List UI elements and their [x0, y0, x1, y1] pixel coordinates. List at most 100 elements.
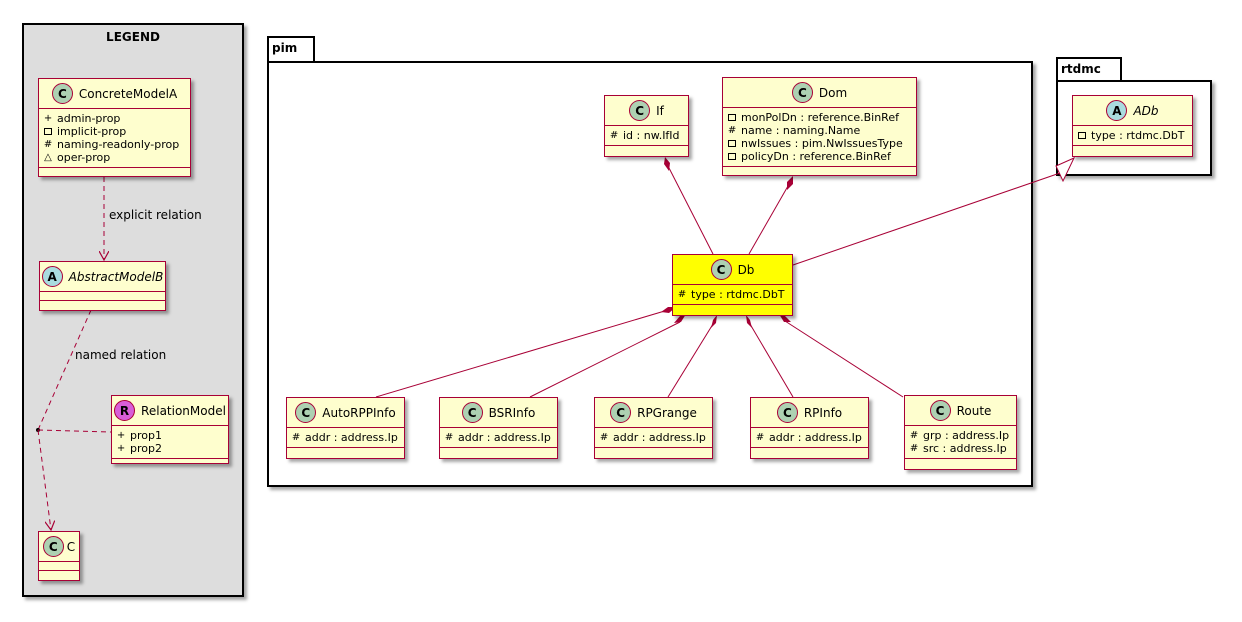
class-badge-icon: C [461, 402, 483, 423]
class-attributes: # id : nw.IfId [605, 126, 688, 146]
protected-icon: # [755, 431, 765, 443]
db-adb-generalization [792, 172, 1061, 266]
package-title-pim: pim [272, 41, 298, 55]
attribute-row: △oper-prop [44, 151, 190, 164]
db-diamond-4 [746, 315, 752, 328]
attribute-row: # grp : address.Ip [910, 429, 1016, 442]
protected-icon: # [599, 431, 609, 443]
class-attributes: + admin-prop implicit-prop #naming-readon… [39, 109, 190, 168]
protected-icon: # [43, 138, 53, 150]
attribute-text: policyDn : reference.BinRef [741, 150, 891, 163]
attribute-row: #type : rtdmc.DbT [678, 288, 792, 301]
explicit-relation-label: explicit relation [109, 208, 202, 222]
named-relation-line [37, 309, 92, 431]
relation-badge-icon: R [114, 400, 136, 421]
class-header: R RelationModel [112, 396, 228, 426]
class-bsrinfo[interactable]: C BSRInfo #addr : address.Ip [439, 397, 558, 459]
protected-icon: # [291, 431, 301, 443]
class-db[interactable]: C Db #type : rtdmc.DbT [672, 254, 793, 316]
class-header: C AutoRPPInfo [287, 398, 404, 428]
protected-icon: # [444, 431, 454, 443]
class-dom[interactable]: C Dom monPolDn : reference.BinRef #name … [722, 77, 917, 176]
attribute-row: type : rtdmc.DbT [1078, 129, 1192, 142]
class-operations [905, 459, 1016, 467]
private-icon [728, 114, 736, 121]
class-name: ADb [1133, 103, 1159, 118]
class-header: C RPGrange [595, 398, 712, 428]
class-name: BSRInfo [488, 405, 536, 420]
db-rpgrange-composition [667, 323, 714, 398]
attribute-text: id : nw.IfId [623, 129, 680, 142]
class-attributes: #type : rtdmc.DbT [673, 285, 792, 305]
package-tab-rtdmc: rtdmc [1056, 57, 1122, 81]
attribute-text: nwIssues : pim.NwIssuesType [741, 137, 903, 150]
attribute-row: implicit-prop [44, 125, 190, 138]
class-concrete-model-a[interactable]: C ConcreteModelA + admin-prop implicit-pr… [38, 78, 191, 177]
class-header: C BSRInfo [440, 398, 557, 428]
class-header: C Route [905, 396, 1016, 426]
class-attributes [40, 292, 165, 301]
protected-icon: # [609, 129, 619, 141]
db-diamond-3 [711, 315, 717, 328]
class-attributes: type : rtdmc.DbT [1073, 126, 1192, 146]
class-header: C If [605, 96, 688, 126]
class-relation-model[interactable]: R RelationModel +prop1 +prop2 [111, 395, 229, 464]
named-relation-arrow [37, 429, 51, 530]
attribute-row: # addr : address.Ip [600, 431, 712, 444]
attribute-text: admin-prop [57, 112, 121, 125]
class-attributes: +prop1 +prop2 [112, 426, 228, 459]
class-operations [440, 448, 557, 456]
class-name: RelationModel [141, 403, 226, 418]
class-name: Route [956, 403, 992, 418]
db-route-composition [784, 320, 904, 398]
class-attributes: #addr : address.Ip [440, 428, 557, 448]
class-autorppinfo[interactable]: C AutoRPPInfo #addr : address.Ip [286, 397, 405, 459]
protected-icon: # [909, 429, 919, 441]
class-route[interactable]: C Route #grp : address.Ip #src : address… [904, 395, 1017, 470]
if-db-composition [667, 165, 714, 255]
class-attributes: #addr : address.Ip [287, 428, 404, 448]
class-if[interactable]: C If # id : nw.IfId [604, 95, 689, 157]
class-header: C Db [673, 255, 792, 285]
attribute-text: grp : address.Ip [923, 429, 1010, 442]
class-attributes: #grp : address.Ip #src : address.Ip [905, 426, 1016, 459]
class-operations [595, 448, 712, 456]
class-operations [112, 459, 228, 467]
class-rpinfo[interactable]: C RPInfo #addr : address.Ip [750, 397, 869, 459]
class-header: C ConcreteModelA [39, 79, 190, 109]
class-name: Dom [818, 85, 848, 100]
class-attributes [39, 562, 79, 571]
class-name: AbstractModelB [68, 269, 164, 284]
class-abstract-model-b[interactable]: A AbstractModelB [39, 261, 166, 311]
attribute-row: + admin-prop [44, 112, 190, 125]
attribute-row: #naming-readonly-prop [44, 138, 190, 151]
protected-icon: # [727, 124, 737, 136]
package-title-rtdmc: rtdmc [1061, 62, 1101, 76]
db-diamond-5 [779, 314, 791, 322]
dom-db-composition [748, 185, 789, 255]
class-c[interactable]: C C [38, 531, 80, 581]
db-rpinfo-composition [749, 323, 794, 398]
class-operations [39, 571, 79, 579]
attribute-row: nwIssues : pim.NwIssuesType [728, 137, 916, 150]
class-adb[interactable]: A ADb type : rtdmc.DbT [1072, 95, 1193, 157]
class-rpgrange[interactable]: C RPGrange # addr : address.Ip [594, 397, 713, 459]
association-class-link [37, 429, 112, 433]
package-icon: △ [44, 151, 52, 163]
class-operations [40, 301, 165, 309]
class-attributes: # addr : address.Ip [595, 428, 712, 448]
class-badge-icon: C [776, 402, 798, 423]
private-icon [1078, 132, 1086, 139]
private-icon [728, 140, 736, 147]
class-operations [673, 305, 792, 313]
attribute-row: #addr : address.Ip [292, 431, 404, 444]
attribute-text: addr : address.Ip [613, 431, 706, 444]
class-operations [723, 167, 916, 175]
class-badge-icon: C [629, 100, 651, 121]
class-name: ConcreteModelA [78, 86, 178, 101]
protected-icon: # [909, 442, 919, 454]
class-attributes: monPolDn : reference.BinRef #name : nami… [723, 108, 916, 167]
attribute-row: #name : naming.Name [728, 124, 916, 137]
public-icon: + [43, 112, 53, 124]
private-icon [728, 153, 736, 160]
